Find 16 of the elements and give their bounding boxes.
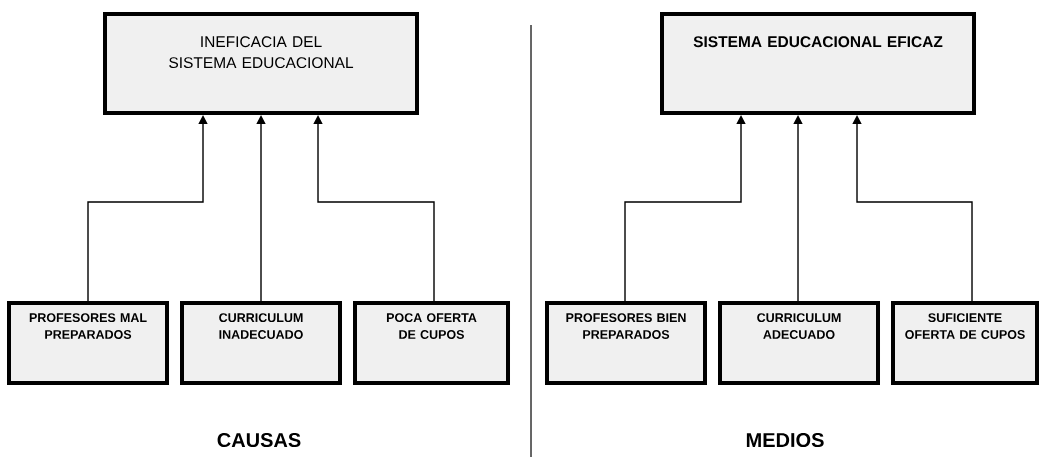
arrow [87, 115, 208, 302]
cause-box: PROFESORES MAL PREPARADOS [7, 301, 169, 385]
section-heading: CAUSAS [217, 432, 301, 448]
arrow [793, 115, 803, 302]
cause-box: POCA OFERTA DE CUPOS [353, 301, 510, 385]
goal-box: SISTEMA EDUCACIONAL EFICAZ [660, 12, 976, 115]
means-box: SUFICIENTE OFERTA DE CUPOS [891, 301, 1039, 385]
arrow [256, 115, 266, 302]
cause-box: CURRICULUM INADECUADO [180, 301, 342, 385]
section-heading: MEDIOS [746, 432, 824, 448]
means-box: PROFESORES BIEN PREPARADOS [545, 301, 707, 385]
effect-box: INEFICACIA DEL SISTEMA EDUCACIONAL [103, 12, 419, 115]
arrow [852, 115, 973, 302]
arrow [624, 115, 746, 302]
arrow [313, 115, 435, 302]
means-box: CURRICULUM ADECUADO [718, 301, 880, 385]
